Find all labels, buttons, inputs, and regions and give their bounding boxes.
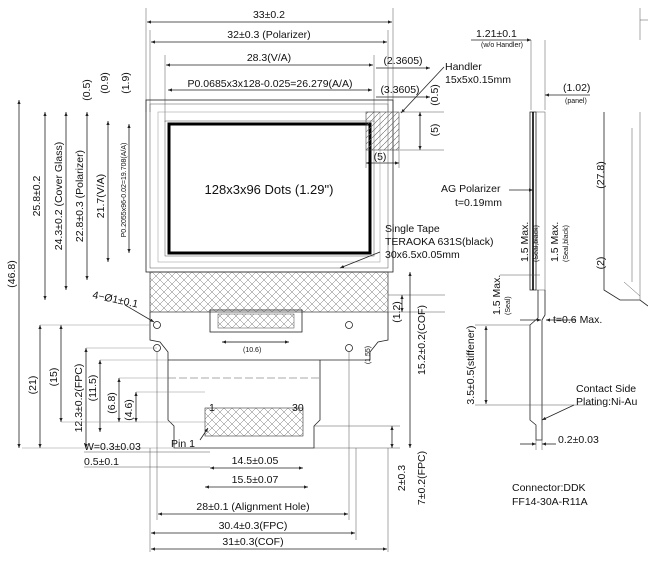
- dim-0-9: (0.9): [99, 72, 111, 94]
- dim-25-8: 25.8±0.2: [31, 175, 43, 216]
- dim-overall: 33±0.2: [253, 9, 285, 21]
- dim-p0-5: 0.5±0.1: [84, 456, 119, 468]
- left-dimensions: (46.8) 25.8±0.2 24.3±0.2 (Cover Glass) 2…: [6, 72, 205, 449]
- dim-24-3: 24.3±0.2 (Cover Glass): [53, 142, 65, 250]
- dim-27-8: (27.8): [595, 161, 607, 188]
- dim-va: 28.3(V/A): [247, 52, 291, 64]
- dim-28: 28±0.1 (Alignment Hole): [196, 501, 309, 513]
- hole-4: [345, 344, 353, 352]
- dim-15: (15): [48, 368, 60, 387]
- fpc-contacts: [204, 407, 304, 437]
- tape-line1: Single Tape: [385, 223, 440, 235]
- dim-2: 2±0.3: [396, 465, 408, 491]
- max-b: 1.5 Max.: [549, 222, 561, 262]
- dim-6-8: (6.8): [106, 392, 118, 414]
- bottom-dimensions: W=0.3±0.03 0.5±0.1 14.5±0.05 15.5±0.07 2…: [84, 352, 389, 552]
- max-c: 1.5 Max.: [491, 275, 503, 315]
- dim-0-5: (0.5): [81, 79, 93, 101]
- dim-aa-vertical: P0.2055x96-0.02=19.708(A/A): [121, 143, 128, 238]
- dim-1-9: (1.9): [120, 72, 132, 94]
- dim-1-55: (1.55): [365, 346, 372, 364]
- dim-15-2: 15.2±0.2(COF): [416, 305, 428, 375]
- side-panel: (1.02): [563, 82, 590, 94]
- pin-last-label: 30: [292, 402, 304, 414]
- max-c-note: (Seal): [505, 296, 512, 315]
- dim-30-4: 30.4±0.3(FPC): [219, 520, 288, 532]
- holes-label: 4−Ø1±0.1: [91, 289, 139, 310]
- dim-22-8: 22.8±0.3 (Polarizer): [74, 150, 86, 242]
- dim-handler-h: (5): [429, 124, 441, 137]
- top-dimensions: 33±0.2 32±0.3 (Polarizer) 28.3(V/A) P0.0…: [145, 8, 511, 168]
- dim-offset-b: (3.3605): [380, 84, 419, 96]
- handler-size: 15x5x0.15mm: [445, 74, 511, 86]
- tape-line2: TERAOKA 631S(black): [385, 236, 494, 248]
- max-a: 1.5 Max.: [519, 222, 531, 262]
- pin1-label: Pin 1: [171, 438, 195, 450]
- dim-12-3: 12.3±0.2(FPC): [73, 364, 85, 433]
- contact-side: Contact Side: [576, 383, 636, 395]
- dim-31: 31±0.3(COF): [222, 536, 283, 548]
- dim-2-side: (2): [595, 257, 607, 270]
- cof-dimensions: (1.2) 15.2±0.2(COF) (1.55) 2±0.3 7±0.2(F…: [314, 272, 445, 505]
- pin-first-label: 1: [209, 402, 215, 414]
- contact-plating: Plating:Ni-Au: [576, 396, 637, 408]
- connector-line1: Connector:DDK: [512, 482, 586, 494]
- dim-4-6: (4.6): [123, 399, 135, 421]
- side-thickness-note: (w/o Handler): [481, 42, 523, 49]
- dim-w: W=0.3±0.03: [84, 441, 141, 453]
- dim-21: (21): [27, 376, 39, 395]
- dim-aa-pitch: P0.0685x3x128-0.025=26.279(A/A): [188, 78, 353, 90]
- side-thickness: 1.21±0.1: [476, 28, 517, 40]
- dim-11-5: (11.5): [87, 375, 99, 402]
- dim-21-7: 21.7(V/A): [95, 174, 107, 218]
- dim-14-5: 14.5±0.05: [232, 455, 279, 467]
- hole-3: [345, 321, 353, 329]
- dim-7: 7±0.2(FPC): [416, 451, 428, 505]
- handler-title: Handler: [445, 61, 482, 73]
- handler-tab: [365, 111, 400, 151]
- tape-line3: 30x6.5x0.05mm: [385, 249, 460, 261]
- fpc-outline: [167, 360, 321, 449]
- hole-1: [153, 321, 161, 329]
- connector-line2: FF14-30A-R11A: [512, 496, 588, 508]
- single-tape: [149, 271, 389, 313]
- side-panel-note: (panel): [565, 98, 587, 105]
- stiffener: 3.5±0.5(stiffener): [465, 325, 477, 404]
- ic-chip: [209, 309, 303, 333]
- display-label: 128x3x96 Dots (1.29"): [205, 182, 334, 197]
- dim-15-5: 15.5±0.07: [232, 474, 279, 486]
- active-area: [167, 122, 372, 255]
- t06: t=0.6 Max.: [553, 314, 602, 326]
- dim-46-8: (46.8): [6, 260, 18, 287]
- ag-polarizer: AG Polarizer: [441, 183, 501, 195]
- cof-outline: [149, 312, 389, 361]
- dim-offset-a: (2.3605): [383, 55, 422, 67]
- dim-10-6: (10.6): [243, 347, 261, 354]
- max-a-note: (Seal,black): [533, 225, 540, 262]
- dim-handler-top: (0.5): [429, 84, 441, 106]
- ag-t: t=0.19mm: [455, 197, 502, 209]
- panel-outline: 128x3x96 Dots (1.29") Single Tape TERAOK…: [91, 99, 494, 450]
- max-b-note: (Seal,black): [563, 225, 570, 262]
- dim-1-2: (1.2): [391, 301, 403, 323]
- dim-0-2: 0.2±0.03: [558, 434, 599, 446]
- dim-polarizer: 32±0.3 (Polarizer): [227, 29, 310, 41]
- side-view: 1.21±0.1 (w/o Handler) (1.02) (panel) AG…: [441, 8, 648, 508]
